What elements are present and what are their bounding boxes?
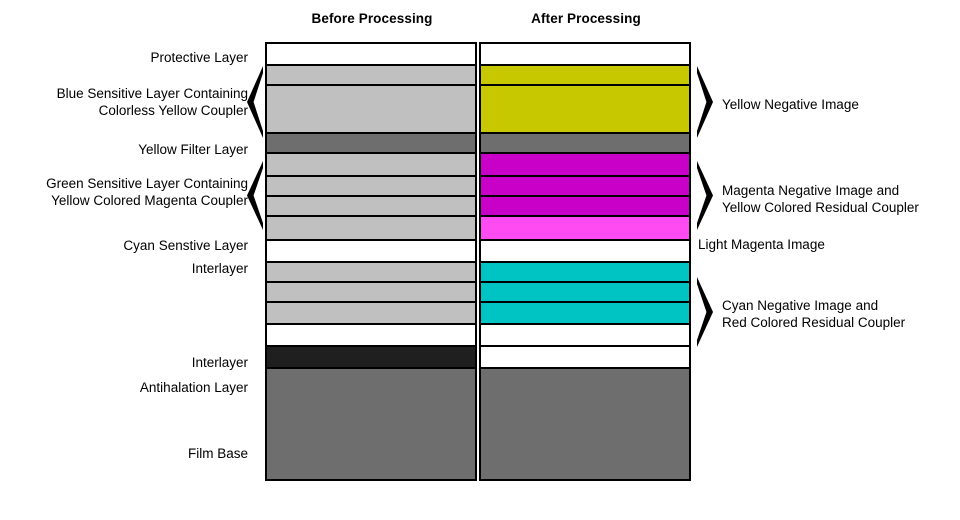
layer-green-sensitive-2-after <box>479 175 691 197</box>
left-label-interlayer-lower: Interlayer <box>191 355 248 370</box>
layer-film-base-after <box>479 367 691 481</box>
layer-blue-sensitive-1-before <box>265 64 477 86</box>
layer-antihalation-before <box>265 345 477 369</box>
layer-antihalation-after <box>479 345 691 369</box>
right-label-light-magenta: Light Magenta Image <box>698 237 825 252</box>
layer-blue-sensitive-1-after <box>479 64 691 86</box>
layer-blue-sensitive-2-before <box>265 84 477 134</box>
brace-blue-sensitive-group <box>246 66 264 138</box>
layer-interlayer-lower-before <box>265 323 477 347</box>
layer-red-sensitive-2-after <box>479 281 691 303</box>
left-label-blue-sensitive-group: Blue Sensitive Layer Containing Colorles… <box>56 86 248 118</box>
left-label-cyan-sensitive: Cyan Senstive Layer <box>123 238 248 253</box>
layer-interlayer-upper-before <box>265 239 477 263</box>
layer-green-sensitive-1-after <box>479 152 691 177</box>
layer-red-sensitive-1-after <box>479 261 691 283</box>
layer-yellow-filter-before <box>265 132 477 154</box>
brace-green-sensitive-group <box>246 161 264 230</box>
layer-interlayer-upper-after <box>479 239 691 263</box>
film-stack-after-processing <box>479 42 691 481</box>
right-label-magenta-negative: Magenta Negative Image and Yellow Colore… <box>722 183 919 215</box>
layer-red-sensitive-2-before <box>265 281 477 303</box>
layer-cyan-sensitive-after <box>479 215 691 241</box>
layer-film-base-before <box>265 367 477 481</box>
left-label-interlayer-upper: Interlayer <box>191 261 248 276</box>
right-label-yellow-negative: Yellow Negative Image <box>722 97 859 112</box>
column-header-before-processing: Before Processing <box>311 11 433 26</box>
layer-red-sensitive-1-before <box>265 261 477 283</box>
layer-protective-before <box>265 42 477 66</box>
right-label-cyan-negative: Cyan Negative Image and Red Colored Resi… <box>722 298 906 330</box>
left-label-film-base: Film Base <box>187 446 248 461</box>
left-label-protective: Protective Layer <box>150 50 248 65</box>
layer-green-sensitive-3-before <box>265 195 477 217</box>
film-stack-before-processing <box>265 42 477 481</box>
layer-blue-sensitive-2-after <box>479 84 691 134</box>
layer-red-sensitive-3-before <box>265 301 477 325</box>
column-header-after-processing: After Processing <box>531 11 641 26</box>
layer-protective-after <box>479 42 691 66</box>
layer-interlayer-lower-after <box>479 323 691 347</box>
layer-green-sensitive-1-before <box>265 152 477 177</box>
layer-green-sensitive-3-after <box>479 195 691 217</box>
layer-red-sensitive-3-after <box>479 301 691 325</box>
left-label-yellow-filter: Yellow Filter Layer <box>138 142 248 157</box>
layer-yellow-filter-after <box>479 132 691 154</box>
left-label-antihalation: Antihalation Layer <box>139 380 248 395</box>
layer-green-sensitive-2-before <box>265 175 477 197</box>
layer-cyan-sensitive-before <box>265 215 477 241</box>
left-label-green-sensitive-group: Green Sensitive Layer Containing Yellow … <box>46 176 248 208</box>
